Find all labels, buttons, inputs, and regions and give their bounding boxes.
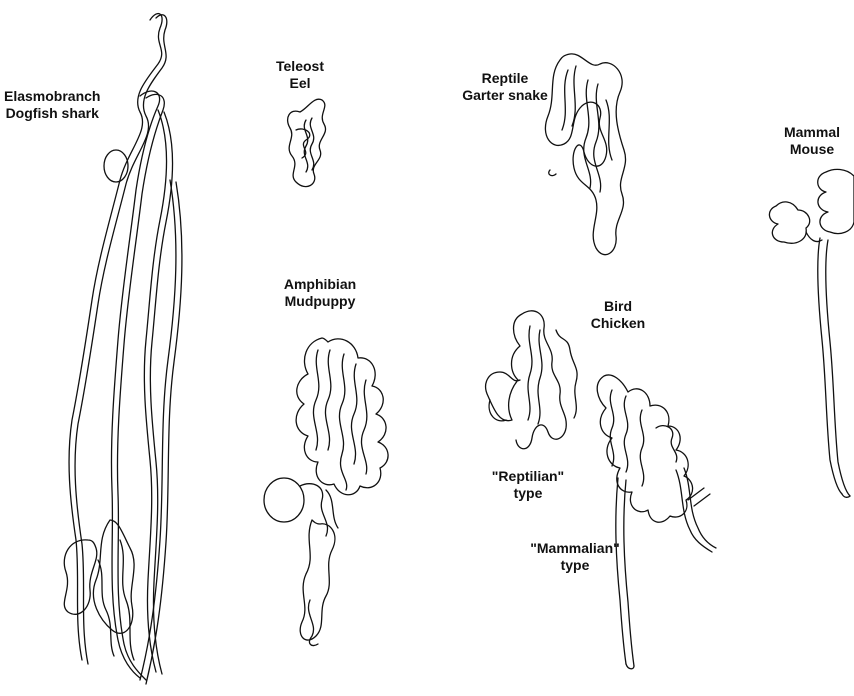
eel-nephron-drawing bbox=[288, 99, 326, 186]
label-eel-line2: Eel bbox=[268, 75, 332, 92]
label-dogfish-shark: Elasmobranch Dogfish shark bbox=[4, 88, 100, 122]
label-mammalian-line2: type bbox=[520, 557, 630, 574]
label-mouse: Mammal Mouse bbox=[772, 124, 852, 158]
label-dogfish-line1: Elasmobranch bbox=[4, 88, 100, 105]
label-chicken-line1: Bird bbox=[588, 298, 648, 315]
label-mammalian-type: "Mammalian" type bbox=[520, 540, 630, 574]
label-chicken-line2: Chicken bbox=[588, 315, 648, 332]
chicken-reptilian-nephron-drawing bbox=[486, 311, 577, 449]
mouse-nephron-drawing bbox=[769, 169, 854, 497]
label-eel: Teleost Eel bbox=[268, 58, 332, 92]
label-mudpuppy: Amphibian Mudpuppy bbox=[270, 276, 370, 310]
label-eel-line1: Teleost bbox=[268, 58, 332, 75]
label-garter-line2: Garter snake bbox=[440, 87, 570, 104]
label-garter-line1: Reptile bbox=[440, 70, 570, 87]
label-chicken: Bird Chicken bbox=[588, 298, 648, 332]
label-reptilian-line1: "Reptilian" bbox=[478, 468, 578, 485]
mudpuppy-nephron-drawing bbox=[264, 338, 388, 646]
label-mouse-line1: Mammal bbox=[772, 124, 852, 141]
label-dogfish-line2: Dogfish shark bbox=[4, 105, 100, 122]
label-reptilian-type: "Reptilian" type bbox=[478, 468, 578, 502]
label-reptilian-line2: type bbox=[478, 485, 578, 502]
label-mammalian-line1: "Mammalian" bbox=[520, 540, 630, 557]
label-garter-snake: Reptile Garter snake bbox=[440, 70, 570, 104]
label-mudpuppy-line1: Amphibian bbox=[270, 276, 370, 293]
label-mudpuppy-line2: Mudpuppy bbox=[270, 293, 370, 310]
label-mouse-line2: Mouse bbox=[772, 141, 852, 158]
chicken-mammalian-nephron-drawing bbox=[597, 375, 716, 669]
